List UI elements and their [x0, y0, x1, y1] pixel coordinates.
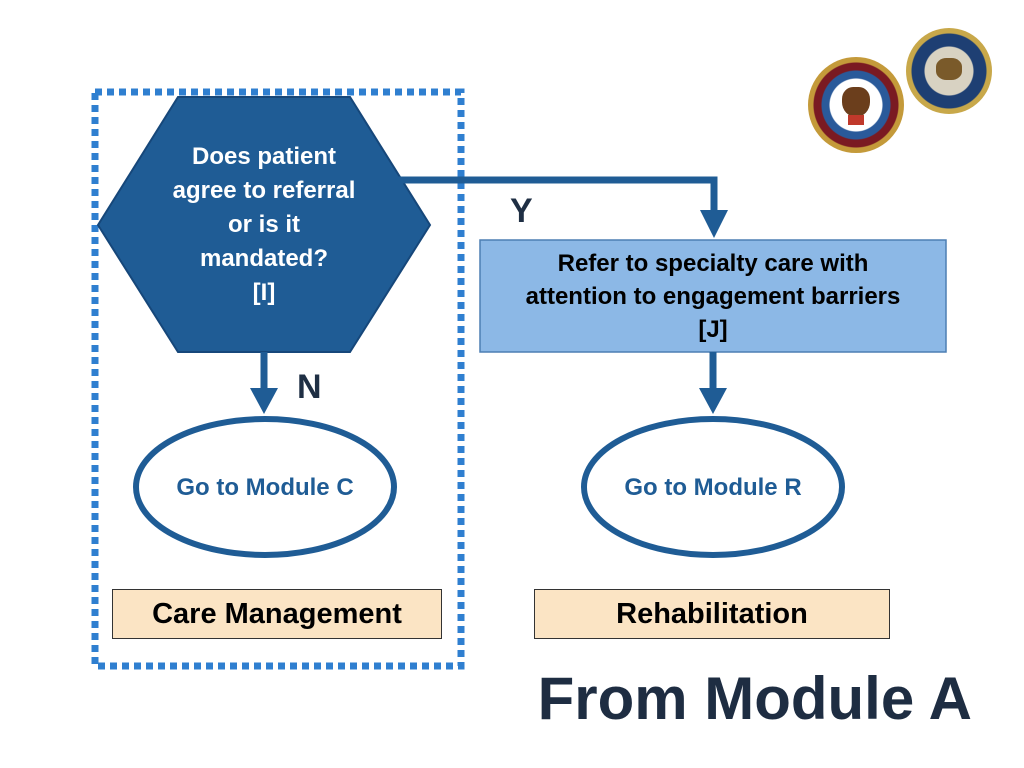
yes-edge-label: Y: [510, 192, 533, 230]
decision-line-2: agree to referral: [172, 177, 356, 204]
refer-line-3: [J]: [698, 315, 728, 343]
decision-hexagon: [96, 96, 432, 353]
page-title: From Module A: [537, 665, 972, 732]
decision-line-1: Does patient: [191, 143, 337, 170]
oval-module-r: [581, 416, 845, 558]
no-edge-label: N: [297, 368, 322, 406]
oval-module-c: [133, 416, 397, 558]
refer-specialty-box: [479, 239, 947, 353]
refer-line-2: attention to engagement barriers: [525, 282, 901, 310]
care-management-group-border: [91, 88, 465, 670]
rehabilitation-label: Rehabilitation: [534, 589, 890, 639]
dod-seal-icon: [906, 28, 992, 114]
decision-line-4: mandated?: [199, 245, 328, 272]
refer-text: Refer to specialty care with attention t…: [480, 242, 946, 350]
refer-line-1: Refer to specialty care with: [557, 249, 869, 277]
decision-line-5: [I]: [252, 279, 276, 306]
module-r-arrowhead: [699, 388, 727, 414]
va-seal-icon: [808, 57, 904, 153]
module-c-label: Go to Module C: [176, 474, 354, 501]
decision-text: Does patient agree to referral or is it …: [140, 140, 388, 310]
yes-arrowhead: [700, 210, 728, 238]
yes-arrow-connector: [397, 176, 718, 214]
no-arrowhead: [250, 388, 278, 414]
decision-line-3: or is it: [227, 211, 300, 238]
module-r-label: Go to Module R: [624, 474, 802, 501]
care-management-label: Care Management: [112, 589, 442, 639]
